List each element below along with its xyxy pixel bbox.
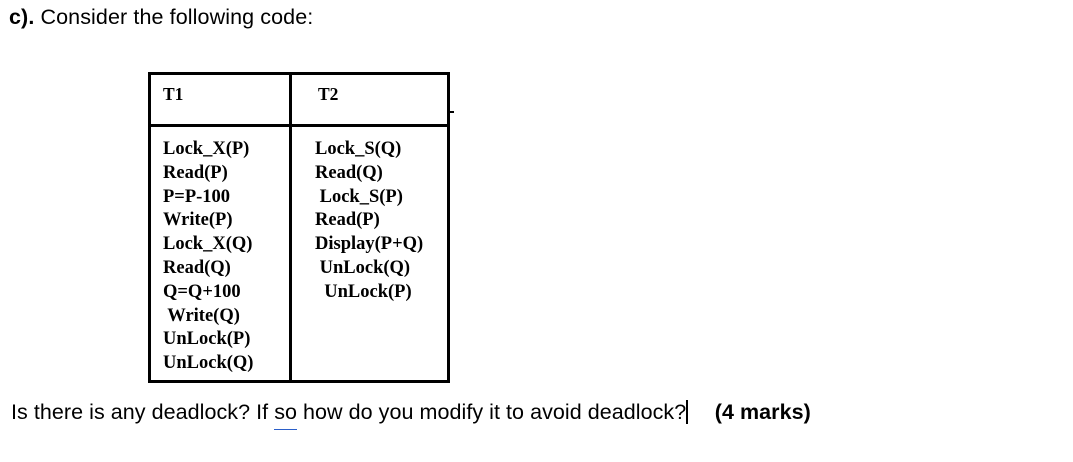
question-prompt-line: c). Consider the following code: (9, 2, 313, 32)
operation-line: Read(Q) (163, 257, 231, 278)
operation-line: Write(Q) (163, 305, 240, 326)
operation-line: Write(P) (163, 210, 233, 231)
table-header-row: T1 T2 (148, 72, 450, 127)
column-header-t2: T2 (289, 72, 450, 127)
question-part-label: c). (9, 5, 35, 29)
question-text-part-two: how do you modify it to avoid deadlock? (297, 400, 687, 424)
grammar-flagged-word[interactable]: so (274, 396, 297, 430)
marks-label: (4 marks) (714, 400, 811, 424)
operation-line: Read(P) (163, 162, 228, 183)
operation-line: Display(P+Q) (315, 234, 424, 255)
operation-line: UnLock(P) (315, 281, 412, 302)
operation-line: Lock_S(P) (315, 186, 403, 207)
operation-line: P=P-100 (163, 186, 231, 207)
text-cursor-caret (686, 400, 688, 424)
operation-line: UnLock(Q) (315, 257, 411, 278)
question-text-line: Is there is any deadlock? If so how do y… (11, 396, 811, 430)
operation-line: Q=Q+100 (163, 281, 241, 302)
column-header-t1: T1 (148, 72, 292, 127)
operation-line: Lock_S(Q) (315, 139, 402, 159)
transaction-cell-t2: Lock_S(Q) Read(Q) Lock_S(P) Read(P) Disp… (289, 124, 450, 383)
operation-line: Read(P) (315, 210, 380, 231)
operation-line: Lock_X(Q) (163, 234, 253, 255)
operation-line: Lock_X(P) (163, 139, 250, 159)
question-prompt-text: Consider the following code: (34, 5, 314, 29)
operation-line: UnLock(Q) (163, 353, 254, 374)
transaction-schedule-table: T1 T2 Lock_X(P) Read(P) P=P-100 Write(P)… (148, 72, 450, 383)
table-edge-artifact (447, 111, 454, 113)
operation-line: Read(Q) (315, 162, 383, 183)
table-body-row: Lock_X(P) Read(P) P=P-100 Write(P) Lock_… (148, 124, 450, 383)
operation-line: UnLock(P) (163, 329, 251, 350)
transaction-cell-t1: Lock_X(P) Read(P) P=P-100 Write(P) Lock_… (148, 124, 292, 383)
question-text-part-one: Is there is any deadlock? If (11, 400, 275, 424)
